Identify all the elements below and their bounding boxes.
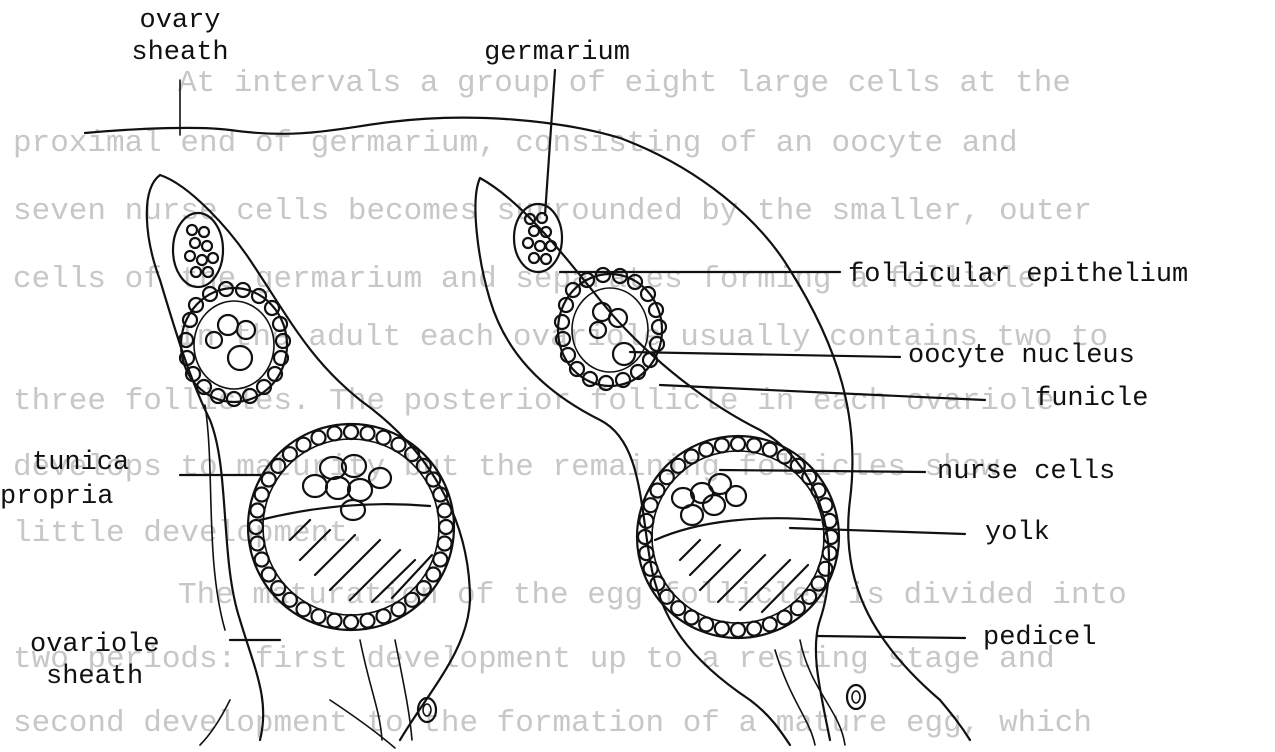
follicle-cell	[417, 581, 431, 595]
follicle-cell	[699, 617, 713, 631]
follicle-cell	[824, 530, 838, 544]
follicle-cell	[763, 443, 777, 457]
follicle-cell	[778, 450, 792, 464]
right-stalk-bulb	[847, 685, 865, 709]
follicle-cell	[271, 459, 285, 473]
follicle-cell	[791, 601, 805, 615]
follicle-cell	[438, 504, 452, 518]
follicle-cell	[439, 520, 453, 534]
left-stalk	[200, 640, 412, 745]
follicle-cell	[262, 568, 276, 582]
label-ovariole-sheath: sheath	[46, 664, 143, 691]
follicle-cell	[685, 611, 699, 625]
pedicel-pointer	[818, 636, 965, 638]
follicle-cell	[283, 593, 297, 607]
follicle-cell	[392, 602, 406, 616]
follicle-cell	[660, 590, 674, 604]
label-funicle: funicle	[1035, 386, 1148, 413]
right-ovariole-outline	[475, 178, 830, 745]
follicle-cell	[651, 484, 665, 498]
follicle-cell	[405, 593, 419, 607]
right-large-follicle	[637, 436, 839, 638]
follicle-cell	[699, 443, 713, 457]
follicle-cell	[255, 553, 269, 567]
funicle-pointer	[660, 385, 985, 400]
label-propria: propria	[0, 484, 113, 511]
follicle-cell	[344, 425, 358, 439]
follicle-cell	[283, 447, 297, 461]
right-small-follicle	[558, 274, 662, 386]
follicle-cell	[715, 622, 729, 636]
follicle-cell	[250, 504, 264, 518]
label-oocyte-nucleus: oocyte nucleus	[908, 343, 1135, 370]
follicle-cell	[731, 623, 745, 637]
label-ovary: ovary	[139, 8, 220, 35]
follicle-cell	[747, 622, 761, 636]
follicle-cell	[433, 553, 447, 567]
label-nurse-cells: nurse cells	[937, 459, 1115, 486]
nurse-cells-pointer	[720, 470, 925, 472]
ovary-sheath-outline	[85, 118, 970, 740]
label-yolk: yolk	[985, 520, 1050, 547]
follicle-cell	[778, 611, 792, 625]
left-ovariole-outline	[147, 175, 470, 740]
follicle-cell	[377, 431, 391, 445]
follicle-cell	[715, 438, 729, 452]
left-outline-right-lower	[330, 700, 395, 748]
follicle-cell	[671, 601, 685, 615]
follicle-cell	[731, 437, 745, 451]
follicle-cell	[328, 426, 342, 440]
label-pedicel: pedicel	[983, 625, 1096, 652]
follicle-cell	[297, 602, 311, 616]
follicle-cell	[312, 431, 326, 445]
follicle-cell	[249, 520, 263, 534]
follicle-cell	[392, 438, 406, 452]
follicle-cell	[644, 498, 658, 512]
follicle-cell	[818, 562, 832, 576]
follicle-cell	[747, 438, 761, 452]
left-stalk-bulb	[418, 698, 436, 722]
follicle-cell	[812, 577, 826, 591]
follicle-cell	[426, 568, 440, 582]
follicle-cell	[802, 590, 816, 604]
follicle-cell	[671, 459, 685, 473]
follicle-cell	[361, 614, 375, 628]
label-tunica: tunica	[32, 450, 129, 477]
follicle-cell	[802, 470, 816, 484]
yolk-pointer	[790, 528, 965, 534]
label-ovary-sheath: sheath	[131, 40, 228, 67]
right-stalk	[775, 640, 845, 745]
follicle-cell	[377, 609, 391, 623]
follicle-cell	[763, 617, 777, 631]
follicle-cell	[250, 537, 264, 551]
label-follicular-epithelium: follicular epithelium	[848, 262, 1188, 289]
follicle-cell	[438, 537, 452, 551]
follicle-cell	[297, 438, 311, 452]
follicle-cell	[344, 615, 358, 629]
follicle-cell	[639, 546, 653, 560]
follicle-cell	[639, 514, 653, 528]
follicle-cell	[328, 614, 342, 628]
follicle-cell	[255, 488, 269, 502]
follicle-cell	[361, 426, 375, 440]
follicle-cell	[312, 609, 326, 623]
label-ovariole: ovariole	[30, 632, 160, 659]
follicle-cell	[262, 473, 276, 487]
germarium-pointer	[545, 70, 555, 215]
follicle-cell	[685, 450, 699, 464]
follicle-cell	[271, 581, 285, 595]
follicle-cell	[660, 470, 674, 484]
oocyte-nucleus-pointer	[630, 352, 900, 357]
label-germarium: germarium	[484, 40, 630, 67]
